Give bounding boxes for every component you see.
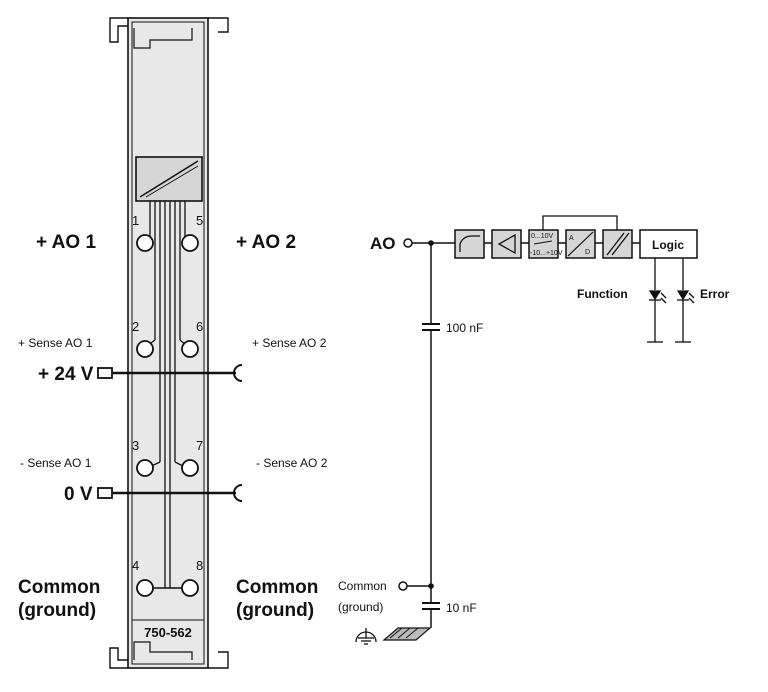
part-number: 750-562 xyxy=(144,625,192,640)
common-terminal[interactable] xyxy=(398,581,408,591)
terminal-8[interactable] xyxy=(181,579,199,597)
range-switch-block: 0...10V -10...+10V xyxy=(528,229,563,259)
amplifier-block xyxy=(491,229,522,259)
terminal-1[interactable] xyxy=(136,234,154,252)
pin-number: 7 xyxy=(196,438,203,453)
adc-block: A D xyxy=(565,229,596,259)
error-label: Error xyxy=(700,287,730,301)
chassis-ground-icon xyxy=(382,627,432,641)
label-sense-ao1-neg: - Sense AO 1 xyxy=(20,456,92,470)
converter-block xyxy=(135,156,203,202)
pin-number: 5 xyxy=(196,213,203,228)
module-housing xyxy=(109,17,229,669)
logic-label: Logic xyxy=(652,238,684,252)
right-labels: + AO 2 + Sense AO 2 - Sense AO 2 Common … xyxy=(236,232,328,621)
ao-terminal[interactable] xyxy=(403,238,413,248)
adc-a-label: A xyxy=(569,235,574,242)
label-sense-ao1-pos: + Sense AO 1 xyxy=(18,336,93,350)
terminal-4[interactable] xyxy=(136,579,154,597)
label-24v: + 24 V xyxy=(38,364,94,385)
capacitor-10nf xyxy=(422,602,440,610)
pin-number: 8 xyxy=(196,558,203,573)
pin-number: 2 xyxy=(132,319,139,334)
terminals xyxy=(136,234,199,597)
schematic-ground-label: (ground) xyxy=(338,600,383,614)
pin-numbers: 1 5 2 6 3 7 4 8 xyxy=(132,213,203,573)
function-led-icon xyxy=(647,258,667,343)
range-top-label: 0...10V xyxy=(531,233,554,240)
power-contact-0v[interactable] xyxy=(97,487,113,499)
schematic-common-label: Common xyxy=(338,579,387,593)
label-common-right: Common xyxy=(236,577,318,598)
error-led-icon xyxy=(675,258,695,343)
schematic: AO 100 nF Common (ground) 10 nF xyxy=(338,215,730,645)
terminal-2[interactable] xyxy=(136,340,154,358)
terminal-6[interactable] xyxy=(181,340,199,358)
filter-block xyxy=(454,229,485,259)
terminal-5[interactable] xyxy=(181,234,199,252)
terminal-3[interactable] xyxy=(136,459,154,477)
range-bottom-label: -10...+10V xyxy=(530,250,563,257)
label-ao2: + AO 2 xyxy=(236,232,296,253)
capacitor-100nf-label: 100 nF xyxy=(446,321,483,335)
pin-number: 6 xyxy=(196,319,203,334)
power-rails xyxy=(97,364,243,502)
schematic-ao-label: AO xyxy=(370,234,396,253)
ground-icon xyxy=(355,628,377,645)
adc-d-label: D xyxy=(585,249,590,256)
label-ground-left: (ground) xyxy=(18,600,96,621)
function-label: Function xyxy=(577,287,628,301)
capacitor-10nf-label: 10 nF xyxy=(446,601,477,615)
label-sense-ao2-neg: - Sense AO 2 xyxy=(256,456,328,470)
pin-number: 1 xyxy=(132,213,139,228)
power-contact-24v[interactable] xyxy=(97,367,113,379)
label-common-left: Common xyxy=(18,577,100,598)
capacitor-100nf xyxy=(422,323,440,331)
isolation-block xyxy=(602,229,633,259)
logic-block: Logic xyxy=(639,229,698,259)
label-0v: 0 V xyxy=(64,484,93,505)
pin-number: 3 xyxy=(132,438,139,453)
label-sense-ao2-pos: + Sense AO 2 xyxy=(252,336,327,350)
terminal-7[interactable] xyxy=(181,459,199,477)
feedback-line xyxy=(542,215,618,230)
pin-number: 4 xyxy=(132,558,139,573)
label-ground-right: (ground) xyxy=(236,600,314,621)
label-ao1: + AO 1 xyxy=(36,232,96,253)
left-labels: + AO 1 + Sense AO 1 + 24 V - Sense AO 1 … xyxy=(18,232,100,621)
